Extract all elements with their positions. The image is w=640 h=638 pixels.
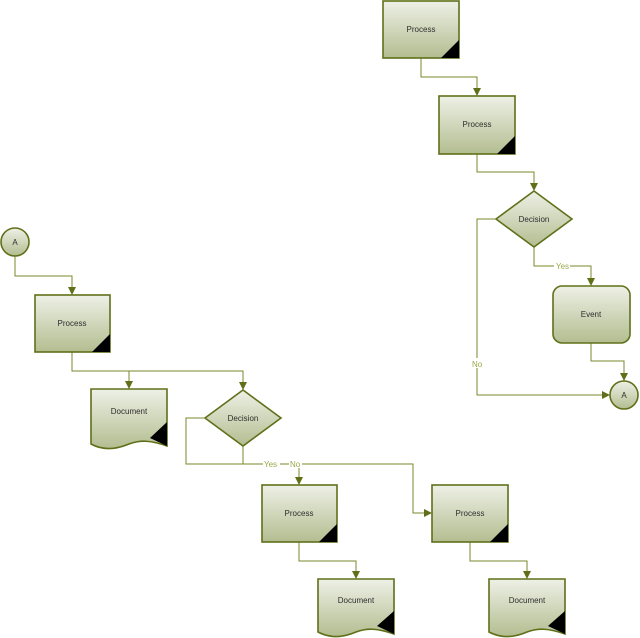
edge-label-yes: Yes	[556, 262, 569, 271]
node-label: Decision	[228, 414, 259, 423]
edge-p3-d2[interactable]	[129, 370, 247, 390]
process-node[interactable]: Process	[34, 294, 111, 353]
edge-a2-p3[interactable]	[14, 256, 76, 295]
edge-p1-p2[interactable]	[420, 58, 481, 96]
process-node[interactable]: Process	[431, 484, 509, 543]
node-label: Document	[111, 407, 148, 416]
node-label: A	[12, 238, 18, 247]
edge-p2-d1[interactable]	[476, 154, 538, 191]
edge-label-no: No	[472, 360, 483, 369]
edge-label-no: No	[290, 460, 301, 469]
document-node[interactable]: Document	[90, 388, 168, 450]
node-label: A	[621, 391, 627, 400]
offpage-connector-node[interactable]: A	[0, 227, 30, 257]
node-label: Document	[509, 596, 546, 605]
node-label: Process	[285, 509, 314, 518]
connectors	[14, 58, 628, 579]
decision-node[interactable]: Decision	[203, 389, 283, 447]
node-label: Document	[338, 596, 375, 605]
edge-p3-doc1[interactable]	[71, 352, 133, 389]
edge-d1-a1-no[interactable]	[476, 218, 610, 399]
offpage-connector-node[interactable]: A	[609, 380, 639, 410]
document-node[interactable]: Document	[317, 578, 395, 638]
document-node[interactable]: Document	[488, 578, 566, 638]
process-node[interactable]: Process	[438, 95, 516, 155]
decision-node[interactable]: Decision	[494, 190, 574, 248]
process-node[interactable]: Process	[261, 484, 338, 543]
node-label: Process	[463, 120, 492, 129]
node-label: Decision	[519, 215, 550, 224]
edge-e1-a1[interactable]	[590, 343, 628, 381]
event-node[interactable]: Event	[552, 285, 631, 344]
node-label: Event	[581, 310, 602, 319]
edge-p4-doc2[interactable]	[298, 542, 360, 579]
node-label: Process	[58, 319, 87, 328]
edge-p5-doc3[interactable]	[469, 542, 531, 579]
process-node[interactable]: Process	[382, 0, 460, 59]
edge-label-yes: Yes	[264, 460, 277, 469]
node-label: Process	[407, 25, 436, 34]
node-label: Process	[456, 509, 485, 518]
